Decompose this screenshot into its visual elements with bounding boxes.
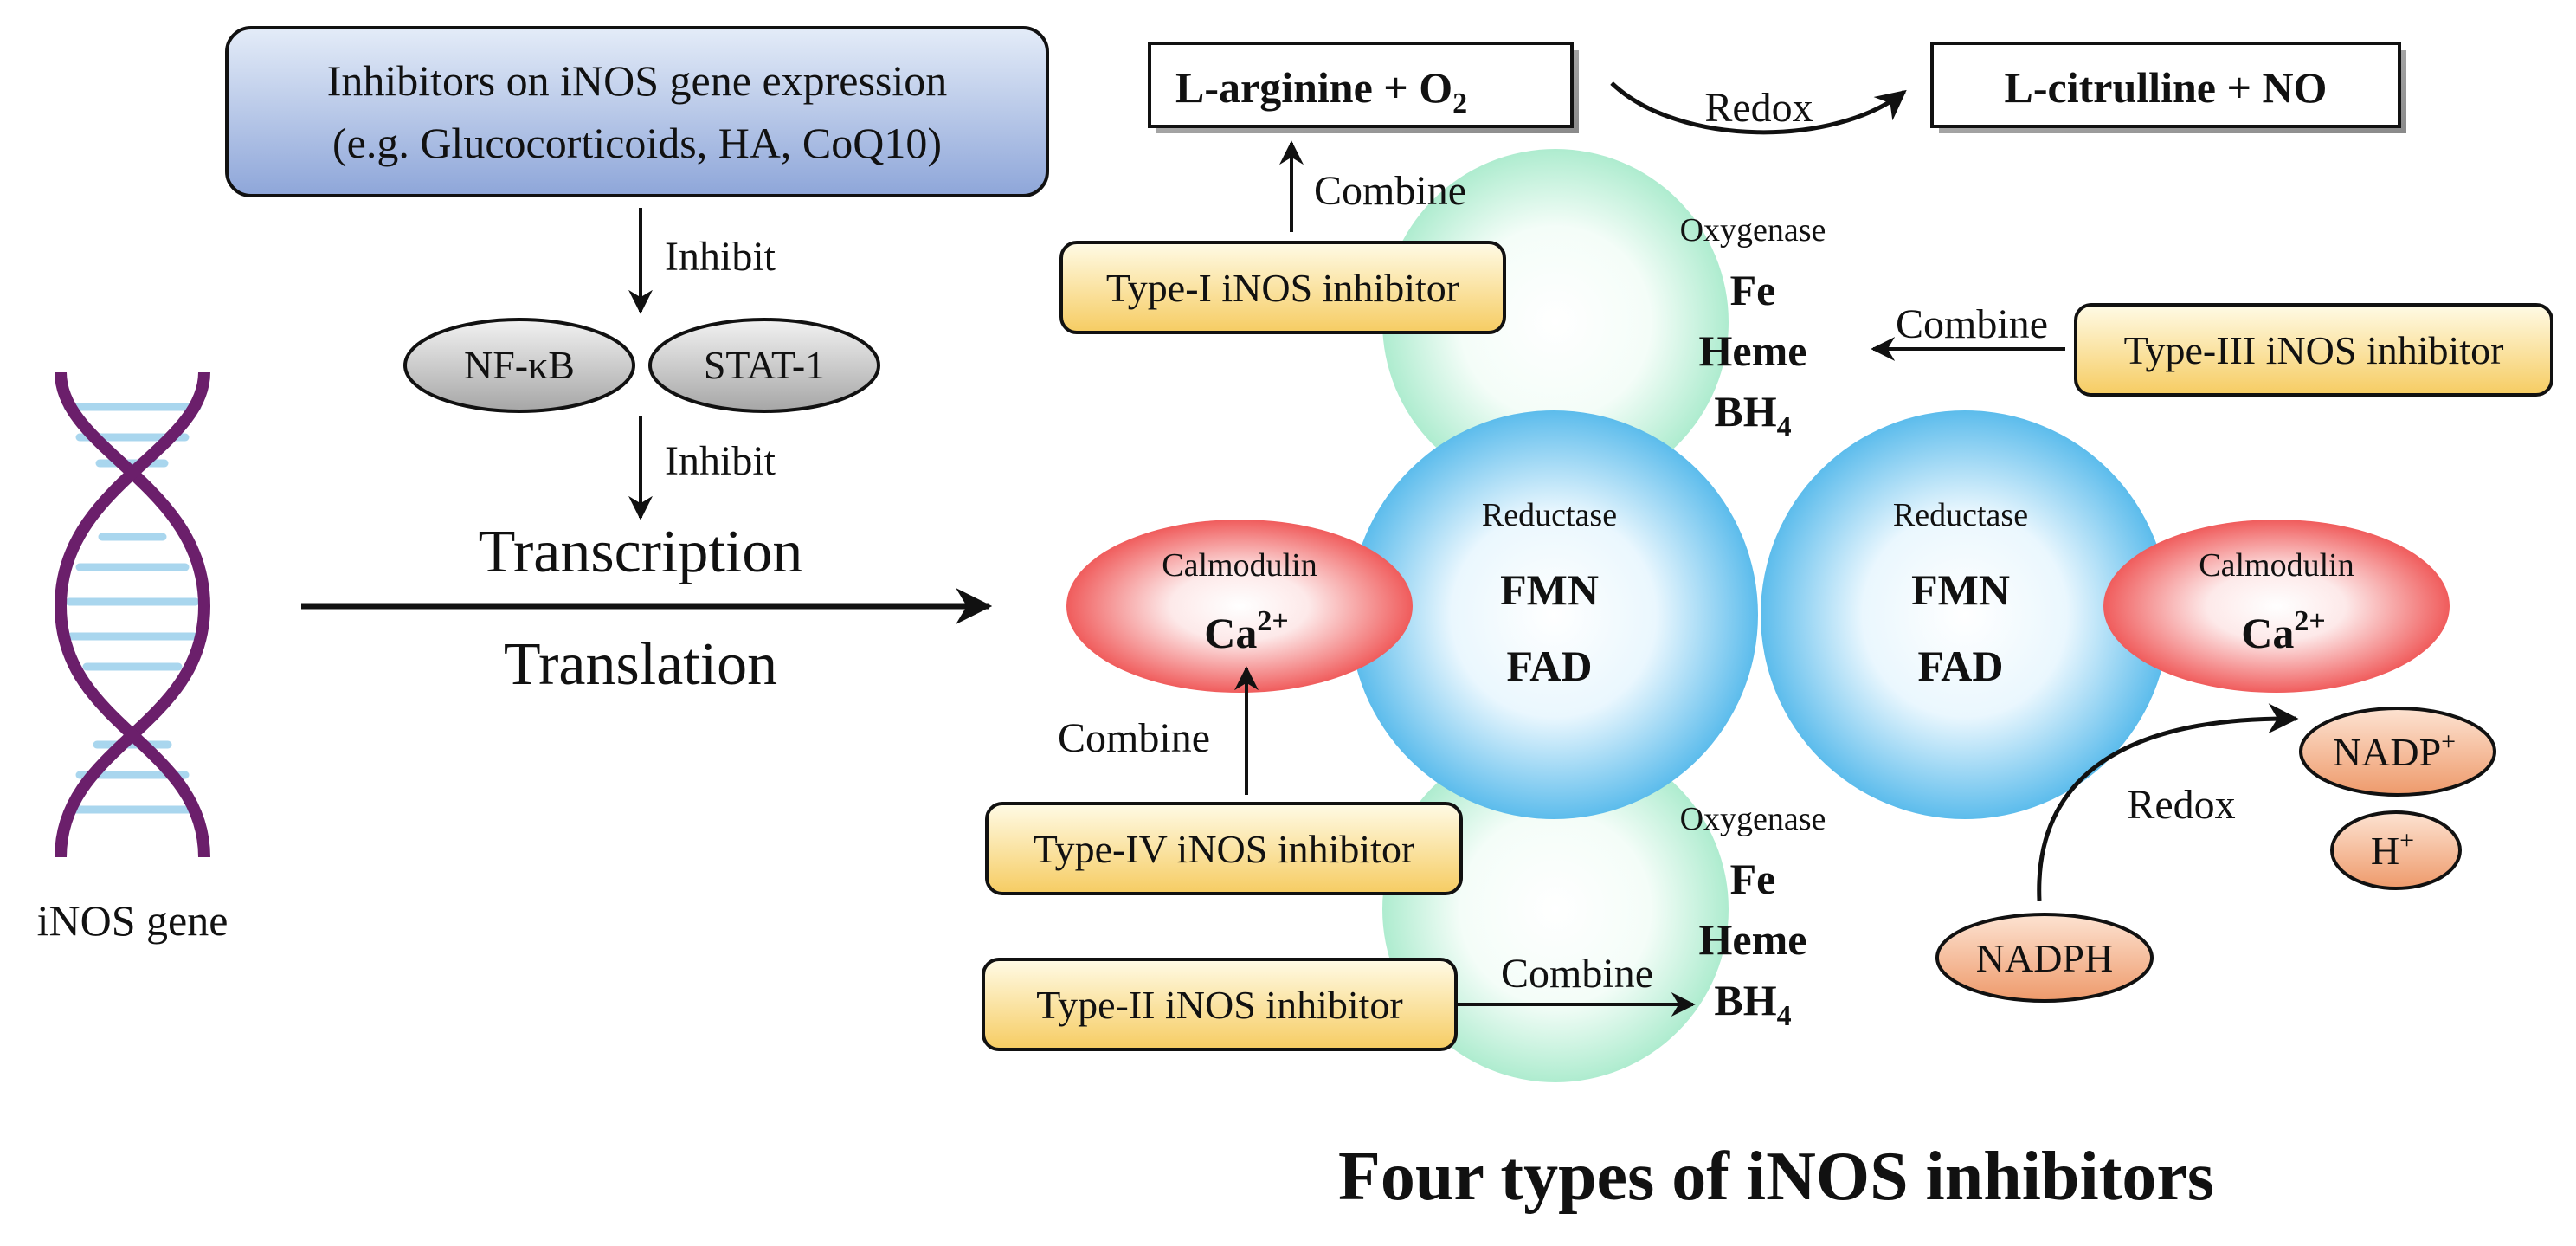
oxygenase-bottom-domain <box>1382 736 1729 1082</box>
reductase-left-title: Reductase <box>1482 497 1617 533</box>
type1-inhibitor-label: Type-I iNOS inhibitor <box>1106 266 1459 310</box>
reductase-left-fmn: FMN <box>1500 565 1599 614</box>
calmodulin-left-title: Calmodulin <box>1162 547 1317 584</box>
type3-combine-label: Combine <box>1896 301 2048 347</box>
nfkb-label: NF-κB <box>464 343 575 387</box>
reaction-left-text: L-arginine + O2 <box>1175 63 1467 119</box>
nadp-ellipse <box>2299 707 2496 797</box>
expression-box-line1: Inhibitors on iNOS gene expression <box>327 56 948 105</box>
nadp-label: NADP+ <box>2333 727 2456 774</box>
type2-inhibitor-box <box>982 958 1458 1051</box>
oxygenase-bottom-bh4: BH4 <box>1714 976 1791 1032</box>
h-ion-ellipse <box>2330 810 2462 890</box>
dna-helix-icon <box>54 371 211 858</box>
type3-inhibitor-label: Type-III iNOS inhibitor <box>2124 328 2504 372</box>
type4-inhibitor-label: Type-IV iNOS inhibitor <box>1034 827 1415 871</box>
redox-arrow-top <box>1610 81 1907 135</box>
calmodulin-right-title: Calmodulin <box>2199 547 2354 584</box>
oxygenase-top-fe: Fe <box>1730 266 1776 314</box>
type3-inhibitor-box <box>2074 303 2553 397</box>
inhibit-label-1: Inhibit <box>665 234 776 280</box>
calmodulin-left-ion: Ca2+ <box>1204 605 1288 657</box>
oxygenase-bottom-fe: Fe <box>1730 855 1776 903</box>
reductase-right-domain <box>1761 410 2169 819</box>
translation-label: Translation <box>504 631 777 698</box>
redox-arrow-nadph <box>2037 703 2299 901</box>
stat1-label: STAT-1 <box>704 343 825 387</box>
nadph-ellipse <box>1935 913 2154 1003</box>
expression-box-line2: (e.g. Glucocorticoids, HA, CoQ10) <box>332 119 942 167</box>
oxygenase-bottom-title: Oxygenase <box>1680 801 1826 837</box>
oxygenase-top-bh4: BH4 <box>1714 387 1791 443</box>
stat1-ellipse <box>648 318 880 413</box>
type2-combine-label: Combine <box>1501 951 1653 997</box>
reductase-left-domain <box>1349 410 1758 819</box>
type4-combine-label: Combine <box>1058 715 1210 761</box>
gene-label: iNOS gene <box>37 896 229 945</box>
calmodulin-right-ion: Ca2+ <box>2241 605 2325 657</box>
reaction-right-box <box>1930 42 2401 128</box>
diagram-title: Four types of iNOS inhibitors <box>1338 1139 2214 1215</box>
calmodulin-left-domain <box>1066 520 1413 693</box>
calmodulin-right-domain <box>2103 520 2450 693</box>
reductase-right-fmn: FMN <box>1911 565 2010 614</box>
reductase-right-title: Reductase <box>1893 497 2028 533</box>
redox-label-top: Redox <box>1704 85 1813 131</box>
nfkb-ellipse <box>403 318 635 413</box>
type4-inhibitor-box <box>985 802 1463 895</box>
oxygenase-top-title: Oxygenase <box>1680 212 1826 249</box>
transcription-label: Transcription <box>479 519 803 585</box>
type2-inhibitor-label: Type-II iNOS inhibitor <box>1036 983 1403 1027</box>
h-ion-label: H+ <box>2371 826 2414 873</box>
reductase-left-fad: FAD <box>1506 642 1592 690</box>
oxygenase-top-heme: Heme <box>1699 326 1807 375</box>
reaction-right-text: L-citrulline + NO <box>2005 63 2328 112</box>
nadph-label: NADPH <box>1976 936 2113 980</box>
expression-inhibitors-box <box>225 26 1049 197</box>
type1-inhibitor-box <box>1059 241 1506 334</box>
oxygenase-bottom-heme: Heme <box>1699 915 1807 964</box>
oxygenase-top-domain <box>1382 149 1729 495</box>
type1-combine-label: Combine <box>1314 168 1466 214</box>
reductase-right-fad: FAD <box>1917 642 2003 690</box>
redox-label-nadph: Redox <box>2127 782 2235 828</box>
reaction-left-box <box>1148 42 1574 128</box>
inhibit-label-2: Inhibit <box>665 438 776 484</box>
